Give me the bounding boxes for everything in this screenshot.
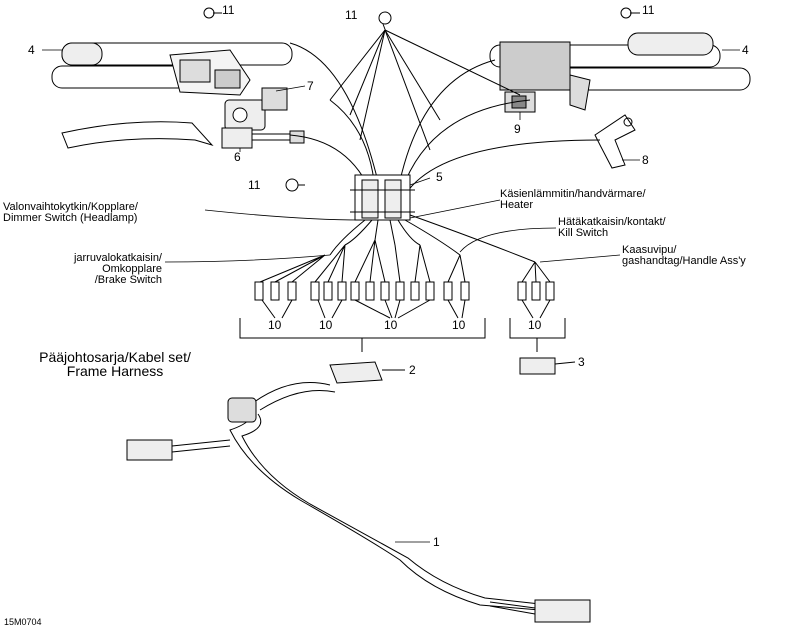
handlebar-right bbox=[489, 32, 751, 111]
connector-group-1 bbox=[254, 244, 347, 301]
callout-8: 8 bbox=[642, 153, 649, 167]
label-kill-line1: Hätäkatkaisin/kontakt/ bbox=[558, 216, 666, 228]
label-dimmer-line1: Valonvaihtokytkin/Kopplare/ bbox=[3, 201, 138, 213]
callout-7: 7 bbox=[307, 79, 314, 93]
connector-group-4 bbox=[517, 261, 555, 301]
label-brake-line2: Omkopplare bbox=[102, 263, 162, 275]
frame-harness-cable bbox=[126, 382, 591, 623]
label-brake-line3: /Brake Switch bbox=[94, 274, 162, 286]
part-2-connector bbox=[329, 361, 405, 384]
connector-group-3 bbox=[443, 254, 470, 301]
callout-1: 1 bbox=[433, 535, 440, 549]
callout-2: 2 bbox=[409, 363, 416, 377]
callout-11b: 11 bbox=[345, 8, 358, 22]
callout-10b: 10 bbox=[319, 318, 333, 332]
clip-11-icons bbox=[203, 7, 640, 192]
item-10-bracket bbox=[239, 299, 566, 352]
callout-9: 9 bbox=[514, 122, 521, 136]
label-kill-line2: Kill Switch bbox=[558, 227, 609, 239]
label-throttle-line2: gashandtag/Handle Ass'y bbox=[622, 255, 746, 267]
label-throttle-line1: Kaasuvipu/ bbox=[622, 244, 677, 256]
callout-10a: 10 bbox=[268, 318, 282, 332]
callout-10d: 10 bbox=[452, 318, 466, 332]
drawing-code: 15M0704 bbox=[4, 617, 42, 627]
handlebar-left bbox=[51, 42, 293, 96]
frame-harness-title-line1: Pääjohtosarja/Kabel set/ bbox=[39, 349, 191, 365]
callout-11c: 11 bbox=[642, 3, 655, 17]
label-brake-line1: jarruvalokatkaisin/ bbox=[73, 252, 162, 264]
lower-wire-fan bbox=[329, 214, 536, 263]
callout-11a: 11 bbox=[222, 3, 235, 17]
callout-5: 5 bbox=[436, 170, 443, 184]
part-8-bracket bbox=[594, 114, 636, 169]
hand-guard-strap bbox=[61, 121, 214, 149]
label-heater-line1: Käsienlämmitin/handvärmare/ bbox=[500, 188, 646, 200]
part-3-connector bbox=[519, 357, 576, 375]
callout-10e: 10 bbox=[528, 318, 542, 332]
part-7-switch bbox=[224, 87, 288, 131]
callout-4b: 4 bbox=[742, 43, 749, 57]
callout-6: 6 bbox=[234, 150, 241, 164]
leader-lines bbox=[42, 49, 740, 543]
label-dimmer-line2: Dimmer Switch (Headlamp) bbox=[3, 212, 138, 224]
callout-3: 3 bbox=[578, 355, 585, 369]
central-loom bbox=[350, 174, 415, 221]
callout-4a: 4 bbox=[28, 43, 35, 57]
part-6-switch bbox=[221, 127, 305, 149]
callout-10c: 10 bbox=[384, 318, 398, 332]
label-heater-line2: Heater bbox=[500, 199, 534, 211]
frame-harness-title-line2: Frame Harness bbox=[66, 363, 164, 379]
callout-11d: 11 bbox=[248, 178, 261, 192]
connector-group-2 bbox=[350, 239, 435, 301]
